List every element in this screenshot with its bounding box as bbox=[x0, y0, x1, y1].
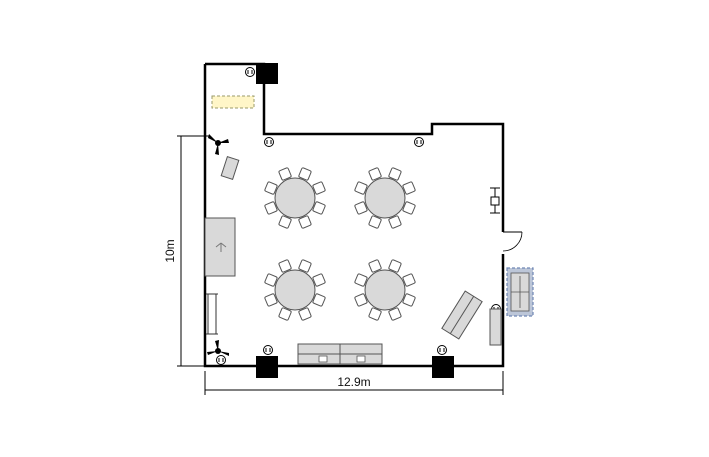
chair-icon bbox=[278, 167, 292, 181]
height-dimension bbox=[177, 135, 210, 367]
chair-icon bbox=[312, 273, 326, 287]
chair-icon bbox=[318, 355, 328, 363]
chair-icon bbox=[264, 273, 278, 287]
chair-icon bbox=[388, 259, 402, 273]
round-tables bbox=[264, 167, 416, 321]
light-fixture-icon bbox=[211, 95, 255, 109]
round-table-icon bbox=[274, 177, 316, 219]
chair-icon bbox=[278, 215, 292, 229]
chair-icon bbox=[278, 307, 292, 321]
cabinet bbox=[489, 308, 502, 346]
wall-outline-left bbox=[203, 64, 505, 368]
chair-icon bbox=[354, 273, 368, 287]
width-dimension bbox=[204, 371, 504, 395]
outlet-icon bbox=[264, 137, 274, 147]
chair-icon bbox=[298, 167, 312, 181]
chair-icon bbox=[354, 293, 368, 307]
round-table-icon bbox=[274, 269, 316, 311]
chair-icon bbox=[368, 215, 382, 229]
outlet-icon bbox=[414, 137, 424, 147]
speaker-icon bbox=[207, 340, 229, 356]
chair-icon bbox=[264, 293, 278, 307]
width-label: 12.9m bbox=[337, 375, 370, 389]
chair-icon bbox=[388, 215, 402, 229]
sofa bbox=[441, 290, 483, 340]
chair-icon bbox=[354, 201, 368, 215]
outlet-icon bbox=[245, 67, 255, 77]
chair-icon bbox=[368, 167, 382, 181]
chair-icon bbox=[278, 259, 292, 273]
round-table-icon bbox=[364, 269, 406, 311]
rect-table bbox=[297, 343, 341, 355]
chair-icon bbox=[356, 355, 366, 363]
chair-icon bbox=[402, 201, 416, 215]
chair-icon bbox=[312, 181, 326, 195]
outlet-icon bbox=[437, 345, 447, 355]
wall-bracket-icon bbox=[490, 187, 500, 214]
column-icon bbox=[256, 63, 278, 84]
chair-icon bbox=[388, 167, 402, 181]
chair-icon bbox=[298, 259, 312, 273]
speaker-icon bbox=[208, 134, 229, 155]
dashed-equipment bbox=[506, 267, 534, 317]
chair-icon bbox=[312, 293, 326, 307]
chair-icon bbox=[264, 201, 278, 215]
chair-icon bbox=[368, 259, 382, 273]
outlet-icon bbox=[216, 355, 226, 365]
outlet-icon bbox=[263, 345, 273, 355]
chair-icon bbox=[402, 181, 416, 195]
chair-icon bbox=[402, 273, 416, 287]
chair-icon bbox=[354, 181, 368, 195]
rect-table bbox=[339, 343, 383, 355]
chair-icon bbox=[298, 215, 312, 229]
projector-screen-icon bbox=[204, 217, 236, 277]
chair-icon bbox=[312, 201, 326, 215]
chair-icon bbox=[402, 293, 416, 307]
height-label: 10m bbox=[163, 239, 177, 262]
chair-icon bbox=[298, 307, 312, 321]
round-table-icon bbox=[364, 177, 406, 219]
chair-icon bbox=[264, 181, 278, 195]
chair-icon bbox=[368, 307, 382, 321]
door-icon bbox=[501, 231, 523, 254]
column-icon bbox=[256, 356, 278, 378]
side-table bbox=[220, 156, 240, 180]
long-tables bbox=[297, 343, 383, 365]
wall-rack bbox=[206, 293, 218, 335]
chair-icon bbox=[388, 307, 402, 321]
wall-outline bbox=[205, 62, 505, 232]
column-icon bbox=[432, 356, 454, 378]
